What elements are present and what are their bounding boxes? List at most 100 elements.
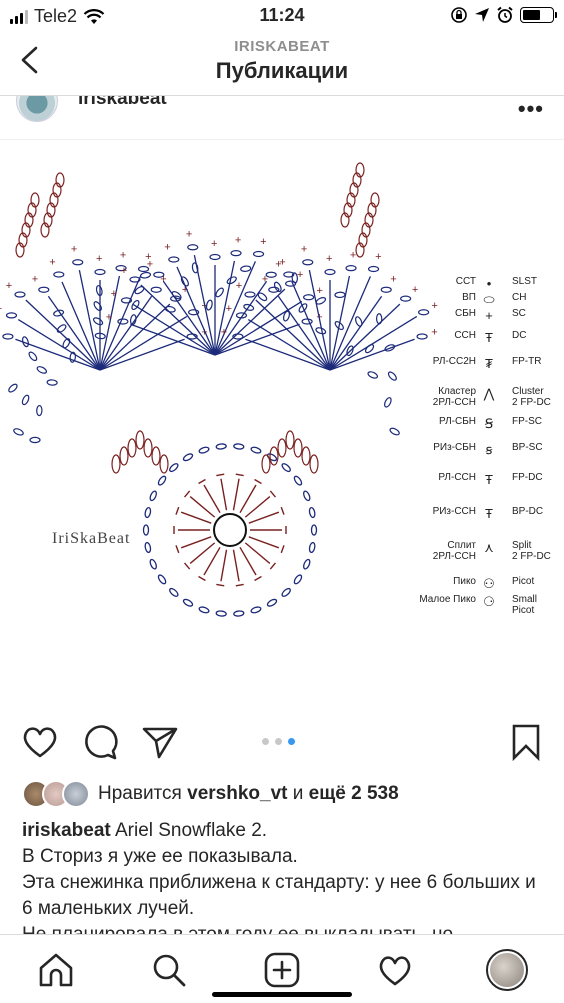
legend-row: Кластер 2РЛ-ССН⋀Cluster 2 FP-DC [400,386,564,408]
legend-ru: Пико [453,576,476,587]
svg-text:+: + [317,285,323,297]
svg-text:+: + [0,303,2,315]
carousel-dot-active [288,738,295,745]
profile-tab[interactable] [486,949,528,991]
svg-text:+: + [221,327,227,339]
legend-row: Сплит 2РЛ-ССН⋏Split 2 FP-DC [400,540,564,562]
svg-text:+: + [96,253,102,265]
alarm-icon [497,6,513,23]
status-right [450,6,557,24]
legend-ru: Кластер 2РЛ-ССН [432,386,476,408]
svg-text:+: + [412,284,418,296]
wifi-icon [83,8,105,24]
svg-text:+: + [235,234,241,246]
svg-text:+: + [49,257,55,269]
legend-symbol: ⋀ [483,386,495,401]
legend-ru: РЛ-СС2Н [432,356,476,367]
svg-text:+: + [106,312,112,324]
svg-text:+: + [432,300,438,312]
legend-en: FP-TR [512,356,542,367]
legend-ru: СБН [454,308,476,319]
svg-text:+: + [121,265,127,277]
legend-row: Малое Пико⚆Small Picot [400,594,564,616]
legend-ru: ССТ [455,276,476,287]
legend-en: CH [512,292,527,303]
legend-symbol: Ŧ [485,330,493,345]
page-title: Публикации [215,58,349,83]
activity-heart-icon[interactable] [376,951,414,989]
likes-user[interactable]: vershko_vt [187,783,288,804]
legend-ru: ССН [454,330,476,341]
legend-symbol: Ŧ [485,506,493,521]
orientation-lock-icon [451,7,467,23]
svg-text:+: + [375,251,381,263]
caption-username[interactable]: iriskabeat [22,820,111,841]
legend-ru: РЛ-ССН [438,472,476,483]
svg-text:+: + [111,288,117,300]
status-bar: Tele2 11:24 [0,0,564,34]
caption-line: Не планировала в этом году ее выкладыват… [22,924,453,934]
likes-count[interactable]: ещё 2 538 [308,783,399,804]
legend-ru: Малое Пико [419,594,476,605]
caption-line-clipped: Не планировала в этом году ее выкладыват… [22,922,542,934]
search-icon[interactable] [150,951,188,989]
post-actions [0,718,564,768]
liker-avatars [22,780,94,808]
more-options-icon[interactable]: ••• [517,96,544,121]
likes-prefix: Нравится [98,783,182,804]
svg-text:+: + [326,253,332,265]
bookmark-icon[interactable] [506,722,546,762]
signal-icon [10,9,28,24]
account-name: IRISKABEAT [234,38,330,55]
legend-symbol: • [486,276,492,291]
home-icon[interactable] [37,951,75,989]
status-left: Tele2 [10,6,105,27]
legend-en: FP-SC [512,416,542,427]
legend-symbol: ₮ [485,356,493,371]
svg-text:+: + [236,280,242,292]
new-post-icon[interactable] [263,951,301,989]
svg-text:+: + [160,273,166,285]
legend-row: ССТ•SLST [400,276,564,296]
legend-row: Пико ⚇ Picot [400,576,564,596]
legend-symbol: ⋏ [484,540,494,555]
post-username[interactable]: iriskabeat [78,96,167,109]
back-arrow-icon[interactable] [16,44,44,76]
tab-bar [0,934,564,1003]
legend-symbol: ⚇ [483,576,495,591]
legend-ru: РИз-ССН [432,506,476,517]
legend-en: SC [512,308,526,319]
share-icon[interactable] [140,722,180,762]
battery-icon [520,7,557,23]
caption-line: Эта снежинка приближена к стандарту: у н… [22,872,536,919]
legend-en: BP-SC [512,442,543,453]
post-header: iriskabeat ••• [0,96,564,140]
post-avatar[interactable] [16,96,58,122]
legend-symbol: + [485,308,493,323]
carousel-dot [275,738,282,745]
post-image[interactable]: +++++++++++++++++++++++++++++++++++++++ … [0,140,564,710]
likes-row[interactable]: Нравится vershko_vt и ещё 2 538 [22,778,399,810]
legend-en: Picot [512,576,535,587]
svg-text:+: + [297,269,303,281]
comment-icon[interactable] [80,722,120,762]
svg-text:+: + [226,303,232,315]
nav-header: IRISKABEAT Публикации [0,34,564,96]
svg-text:+: + [350,249,356,261]
svg-text:+: + [260,236,266,248]
legend-symbol: Ŧ [485,472,493,487]
image-watermark: IriSkaBeat [52,530,131,547]
caption-line: Ariel Snowflake 2. [114,820,268,841]
legend-ru: Сплит 2РЛ-ССН [432,540,476,562]
carousel-dot [262,738,269,745]
heart-icon[interactable] [20,722,60,762]
svg-text:+: + [71,244,77,256]
svg-text:+: + [211,238,217,250]
svg-text:+: + [301,244,307,256]
location-icon [475,8,489,22]
svg-text:+: + [147,258,153,270]
post-caption: iriskabeat Ariel Snowflake 2. В Сториз я… [22,818,542,934]
